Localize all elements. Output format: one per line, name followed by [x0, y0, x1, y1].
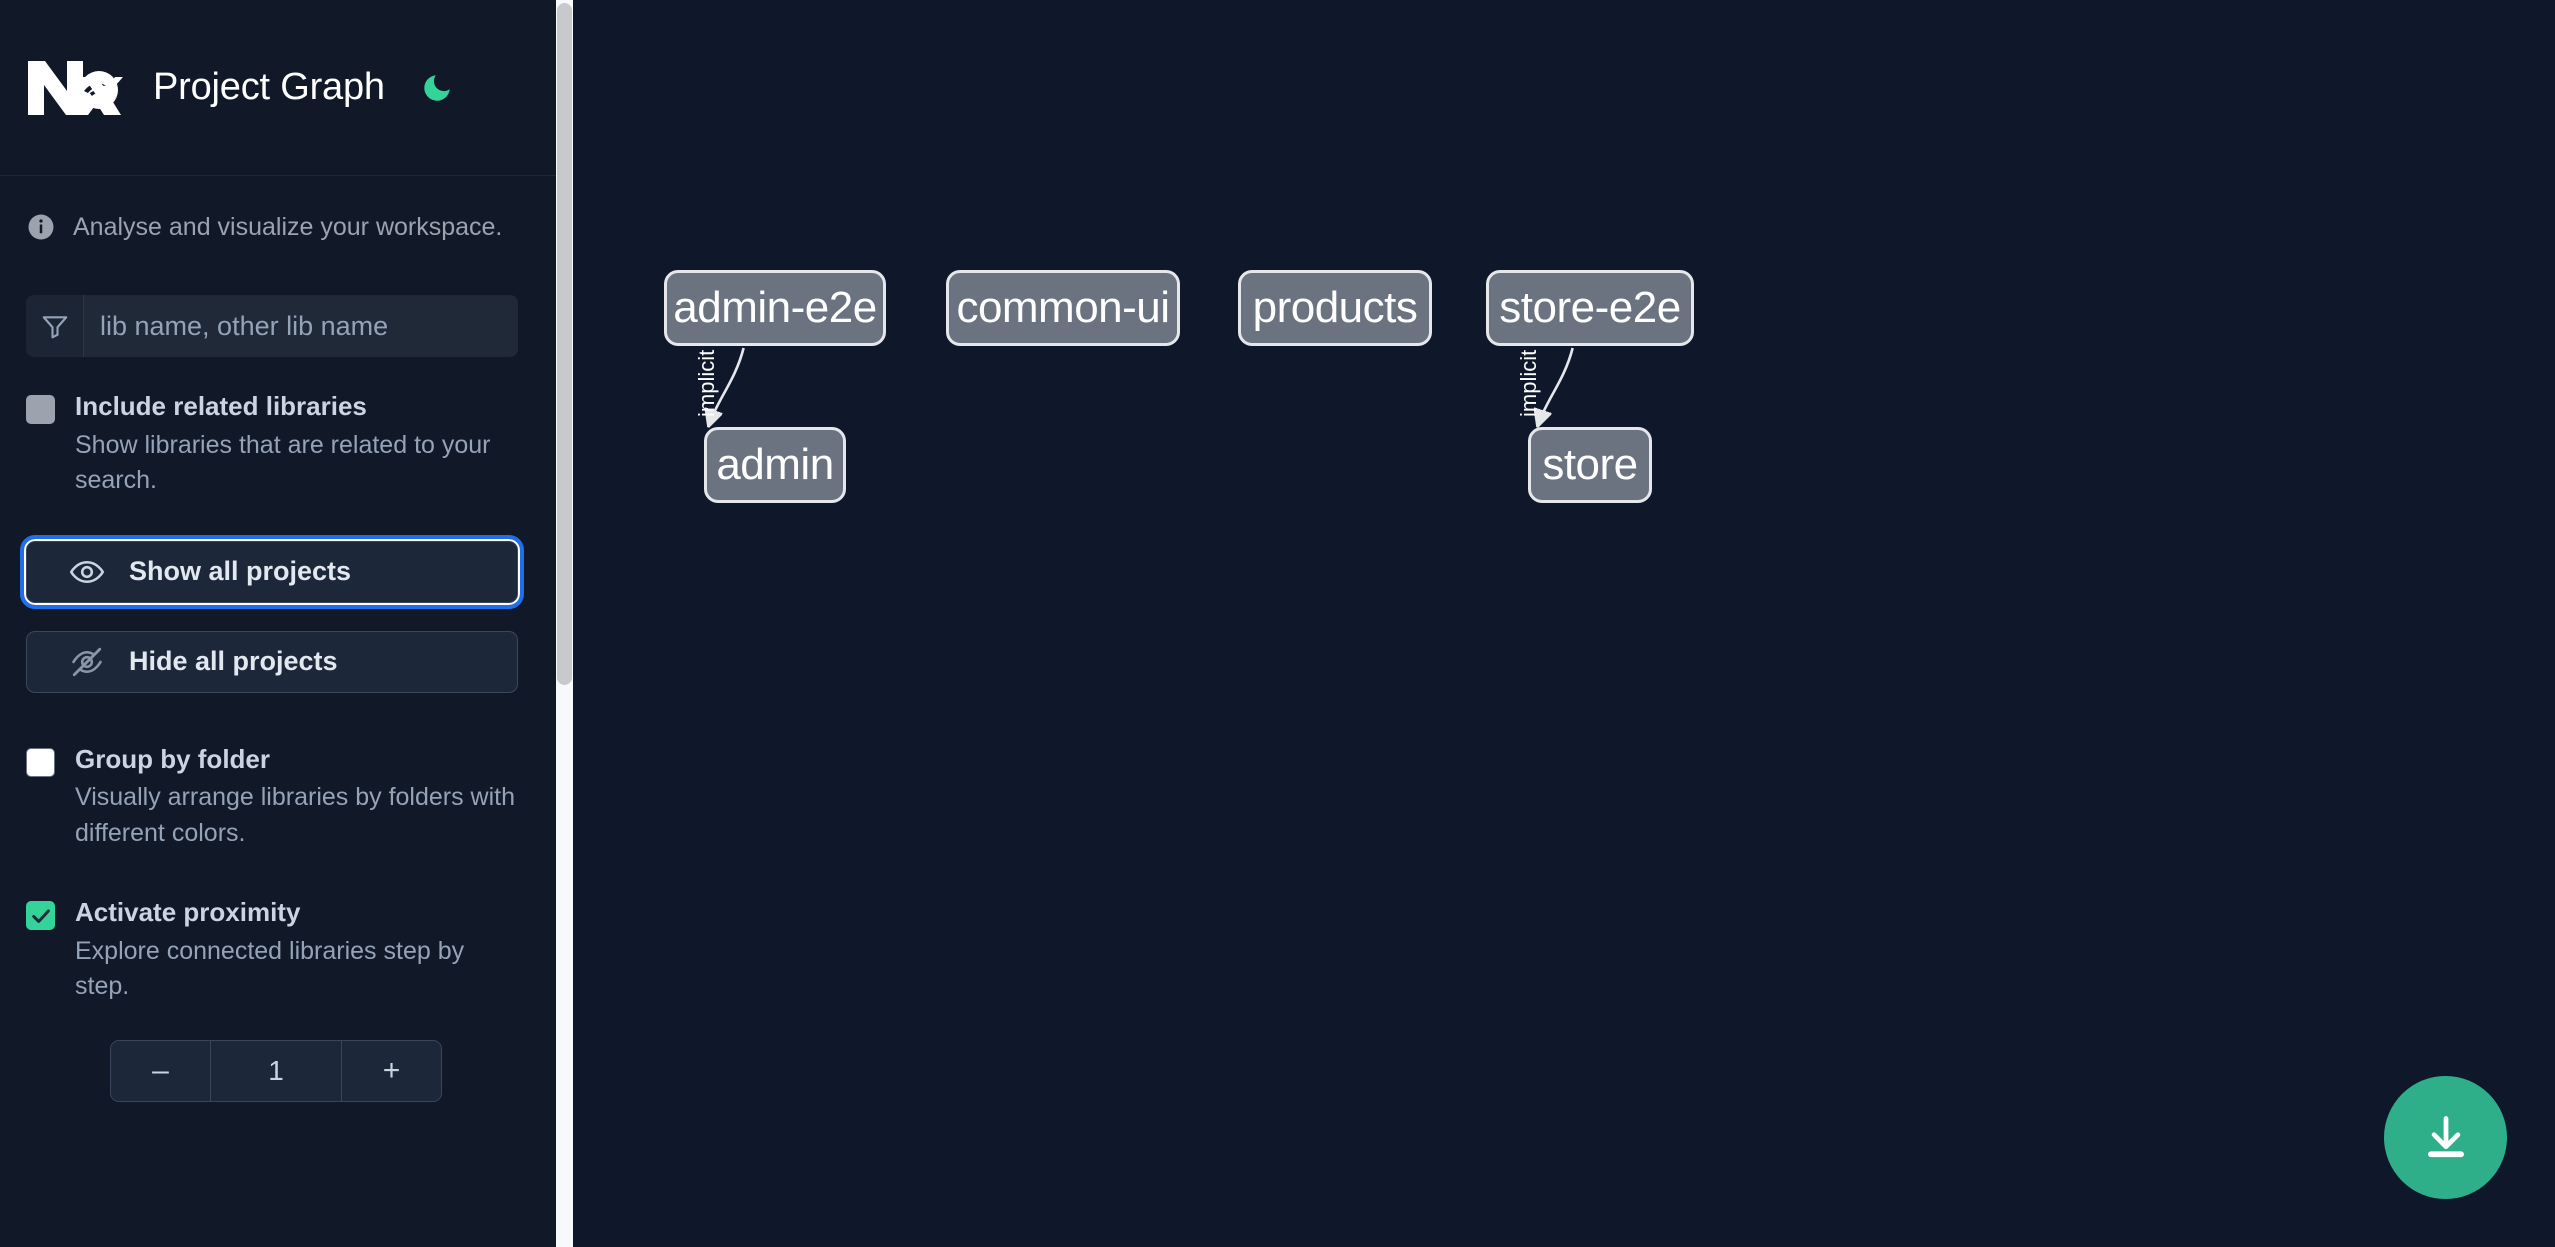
show-all-projects-button[interactable]: Show all projects: [20, 534, 524, 609]
search-bar[interactable]: [26, 295, 518, 357]
option-description: Show libraries that are related to your …: [75, 430, 491, 495]
option-label: Group by folder: [75, 743, 270, 774]
info-icon: [28, 214, 54, 240]
graph-edges: [556, 347, 1574, 1247]
graph-node-admin-e2e[interactable]: admin-e2e: [664, 270, 886, 346]
activate-proximity-checkbox[interactable]: [26, 901, 55, 930]
download-graph-button[interactable]: [2384, 1076, 2507, 1199]
filter-icon: [26, 295, 84, 357]
moon-icon-glyph: [424, 74, 450, 101]
option-text: Group by folder Visually arrange librari…: [75, 743, 518, 852]
graph-node-store-e2e[interactable]: store-e2e: [1486, 270, 1694, 346]
tagline-row: Analyse and visualize your workspace.: [0, 176, 556, 242]
proximity-value: 1: [211, 1040, 341, 1101]
option-label: Include related libraries: [75, 391, 367, 421]
proximity-decrement-button[interactable]: –: [111, 1040, 211, 1101]
tagline-text: Analyse and visualize your workspace.: [73, 212, 503, 241]
option-text: Include related libraries Show libraries…: [75, 390, 518, 499]
option-description: Visually arrange libraries by folders wi…: [75, 783, 516, 847]
proximity-increment-button[interactable]: +: [341, 1040, 441, 1101]
graph-canvas[interactable]: implicit implicit admin-e2e common-ui pr…: [556, 0, 2555, 1247]
page-title: Project Graph: [153, 66, 385, 108]
include-related-libraries-checkbox[interactable]: [26, 395, 55, 424]
edge-store-e2e-store: [1538, 347, 1574, 424]
graph-node-common-ui[interactable]: common-ui: [946, 270, 1180, 346]
filter-icon-glyph: [42, 316, 67, 339]
option-group-by-folder[interactable]: Group by folder Visually arrange librari…: [0, 743, 556, 852]
proximity-stepper[interactable]: – 1 +: [110, 1039, 442, 1102]
option-activate-proximity[interactable]: Activate proximity Explore connected lib…: [0, 896, 556, 1005]
graph-node-store[interactable]: store: [1528, 427, 1652, 503]
eye-off-icon: [72, 647, 102, 676]
option-text: Activate proximity Explore connected lib…: [75, 896, 518, 1005]
search-input[interactable]: [84, 295, 518, 357]
moon-icon[interactable]: [417, 68, 457, 108]
option-description: Explore connected libraries step by step…: [75, 936, 465, 1001]
edge-label-implicit-store: implicit: [1516, 349, 1541, 417]
nx-logo: [28, 60, 123, 115]
group-by-folder-checkbox[interactable]: [26, 747, 55, 777]
sidebar-header: Project Graph: [0, 0, 556, 176]
hide-all-projects-label: Hide all projects: [129, 646, 338, 676]
sidebar-scrollbar[interactable]: [556, 0, 573, 1247]
option-include-related-libraries[interactable]: Include related libraries Show libraries…: [0, 390, 556, 499]
show-all-projects-label: Show all projects: [129, 556, 352, 586]
graph-node-products[interactable]: products: [1238, 270, 1432, 346]
graph-node-admin[interactable]: admin: [704, 427, 846, 503]
hide-all-projects-button[interactable]: Hide all projects: [26, 630, 518, 693]
eye-icon: [69, 560, 105, 583]
edge-label-implicit-admin: implicit: [694, 349, 719, 417]
download-icon: [2427, 1115, 2464, 1157]
sidebar: Project Graph Analyse and visualize your…: [0, 0, 556, 1247]
check-icon: [31, 908, 50, 923]
option-label: Activate proximity: [75, 897, 301, 927]
sidebar-scrollbar-thumb[interactable]: [557, 3, 572, 685]
